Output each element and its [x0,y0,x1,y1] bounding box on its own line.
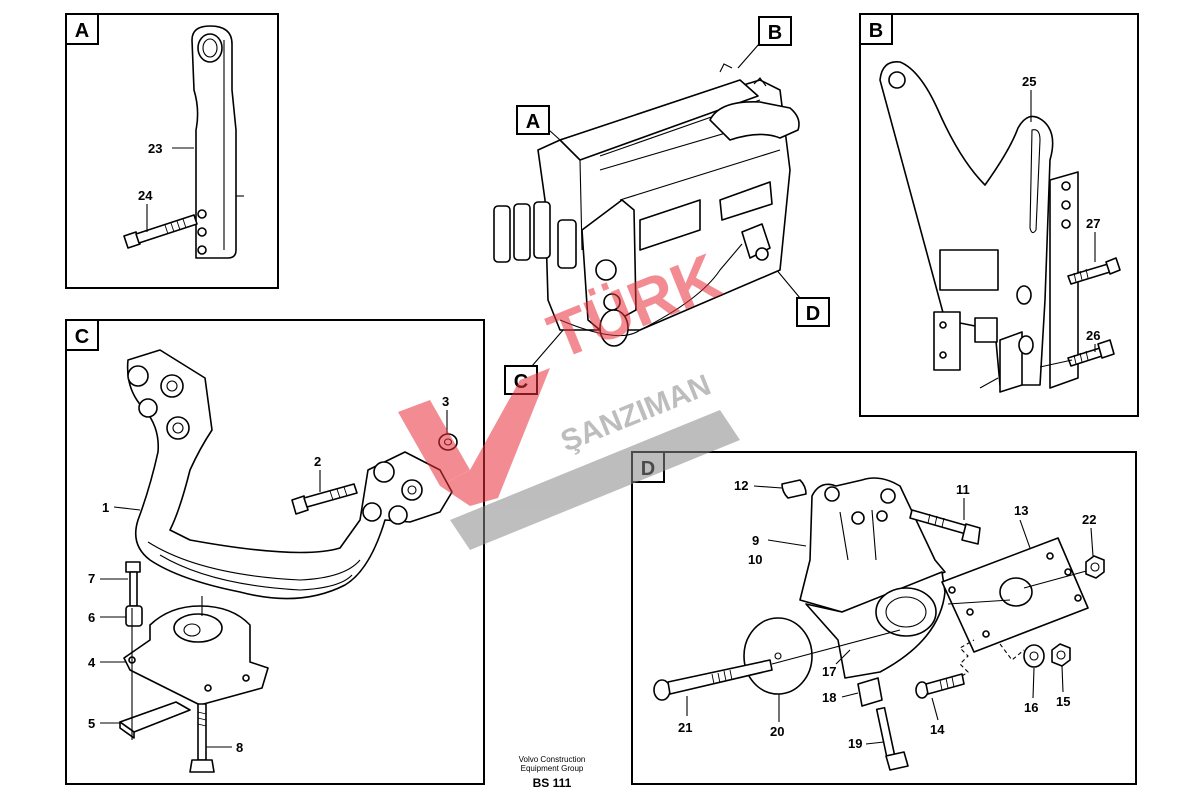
label-part-19: 19 [848,736,862,751]
bolt-part-19 [875,706,909,771]
label-part-25: 25 [1022,74,1036,89]
spacer-part-18 [857,677,883,707]
bracket-plate-part-25 [879,61,1079,393]
view-c-tag: C [75,326,89,348]
bolt-part-26 [1067,339,1115,367]
label-part-26: 26 [1086,328,1100,343]
bolt-part-24 [123,214,198,249]
label-part-14: 14 [930,722,945,737]
callout-b: B [768,22,782,44]
label-part-12: 12 [734,478,748,493]
label-part-5: 5 [88,716,95,731]
label-part-27: 27 [1086,216,1100,231]
nut-part-22 [1085,555,1105,579]
bolt-part-7 [125,561,141,607]
label-part-23: 23 [148,141,162,156]
label-part-21: 21 [678,720,692,735]
label-part-24: 24 [138,188,153,203]
bolt-part-14 [915,639,975,699]
footer-line2: Equipment Group [521,764,584,773]
link-arm-part-23 [191,25,244,259]
label-part-17: 17 [822,664,836,679]
spacer-part-6 [125,605,143,627]
label-part-22: 22 [1082,512,1096,527]
overview-assembly: B A D C [493,16,830,395]
view-a-tag: A [75,20,89,42]
label-part-7: 7 [88,571,95,586]
label-part-2: 2 [314,454,321,469]
label-part-1: 1 [102,500,109,515]
label-part-6: 6 [88,610,95,625]
label-part-11: 11 [956,482,970,497]
label-part-4: 4 [88,655,96,670]
label-part-10: 10 [748,552,762,567]
label-part-18: 18 [822,690,836,705]
footer-code: BS 111 [533,776,572,790]
view-b-panel: B [859,13,1139,417]
bolt-part-2 [291,483,358,515]
label-part-13: 13 [1014,503,1028,518]
bolt-part-11 [909,509,981,545]
engine-mount-yoke-part-1 [126,349,453,600]
plate-part-5 [119,701,191,739]
label-part-8: 8 [236,740,243,755]
bracket-part-9-10 [799,477,946,613]
bolt-part-27 [1067,257,1121,285]
nut-part-15 [1051,643,1071,667]
callout-d: D [806,303,820,325]
footer: Volvo Construction Equipment Group BS 11… [519,755,586,790]
footer-line1: Volvo Construction [519,755,586,764]
view-d-panel: D [631,451,1137,785]
washer-part-16 [1023,644,1045,668]
washer-part-20 [743,617,813,695]
label-part-20: 20 [770,724,784,739]
label-part-15: 15 [1056,694,1070,709]
spacer-part-12 [781,479,807,499]
view-a-panel: A 23 24 [65,13,279,289]
bolt-part-21 [653,629,901,701]
plate-part-13 [941,537,1091,653]
label-part-9: 9 [752,533,759,548]
bolt-part-8 [189,703,215,773]
view-c-panel: C [65,319,485,785]
label-part-3: 3 [442,394,449,409]
view-b-tag: B [869,20,883,42]
rubber-mount-part-17 [805,571,946,679]
rubber-mount-part-4 [123,605,269,706]
label-part-16: 16 [1024,700,1038,715]
callout-a: A [526,111,540,133]
